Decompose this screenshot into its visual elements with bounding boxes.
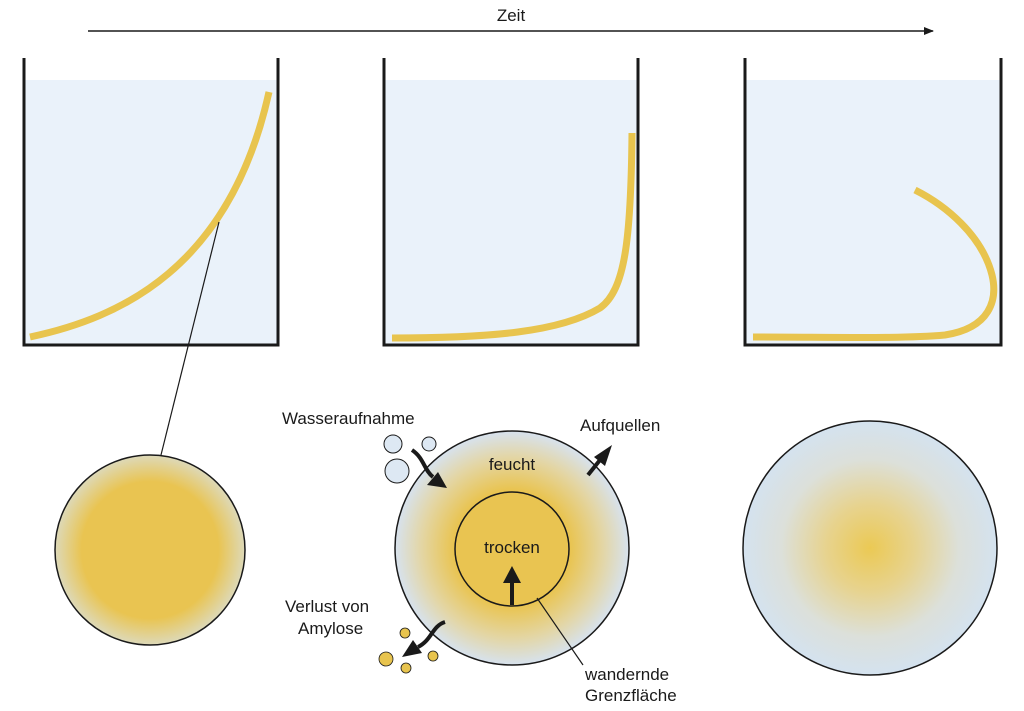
amylose-dot — [427, 650, 439, 662]
swelling-label: Aufquellen — [580, 416, 660, 435]
water-bubble — [421, 436, 437, 452]
noodle-strand — [752, 186, 998, 341]
beaker-2 — [382, 58, 640, 347]
zoom-connector-line — [160, 221, 220, 456]
amylose-loss-arrow-icon — [402, 620, 446, 657]
water — [745, 80, 1001, 345]
amylose-dot — [400, 662, 412, 674]
cross-section-1 — [54, 221, 246, 646]
dry-core-boundary — [454, 491, 570, 607]
swelling-arrow-icon — [586, 445, 612, 477]
boundary-arrow-icon — [503, 566, 521, 605]
amylose-loss-label-line2: Amylose — [298, 619, 363, 638]
beaker-1 — [22, 58, 280, 347]
boundary-pointer-line — [536, 597, 584, 666]
water — [384, 80, 638, 345]
time-label: Zeit — [497, 6, 526, 25]
noodle-cross-section — [394, 430, 630, 666]
boundary-label-line2: Grenzfläche — [585, 686, 677, 705]
water-bubble — [383, 434, 403, 454]
noodle-strand — [29, 91, 273, 341]
beaker-outline — [743, 58, 1003, 347]
water-bubble — [384, 458, 410, 484]
noodle-strand — [391, 132, 636, 342]
water-uptake-arrow-icon — [410, 448, 447, 488]
cross-section-3 — [742, 420, 998, 676]
noodle-cross-section — [54, 454, 246, 646]
boundary-label-line1: wandernde — [584, 665, 669, 684]
noodle-cross-section — [742, 420, 998, 676]
amylose-dot — [378, 651, 394, 667]
time-axis: Zeit — [88, 6, 934, 35]
water-uptake-label: Wasseraufnahme — [282, 409, 415, 428]
beaker-outline — [382, 58, 640, 347]
beaker-outline — [22, 58, 280, 347]
cross-section-2: feucht trocken Wasseraufnahme Aufquellen… — [282, 409, 677, 705]
dry-label: trocken — [484, 538, 540, 557]
amylose-loss-label-line1: Verlust von — [285, 597, 369, 616]
amylose-dot — [399, 627, 411, 639]
moist-label: feucht — [489, 455, 536, 474]
water — [24, 80, 278, 345]
beaker-3 — [743, 58, 1003, 347]
